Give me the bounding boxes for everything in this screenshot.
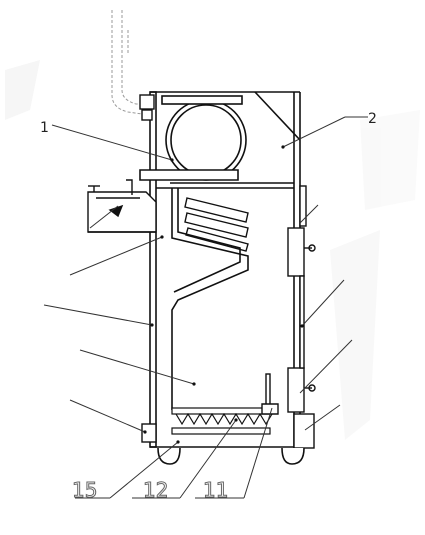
poker-rod bbox=[261, 373, 279, 415]
leader-lines bbox=[43, 116, 368, 499]
grate bbox=[171, 407, 273, 435]
label-1: 1 bbox=[40, 120, 49, 136]
label-11: 11 bbox=[203, 478, 228, 502]
marker-dots bbox=[143, 145, 304, 444]
flue-pipe-dashed bbox=[111, 10, 143, 115]
blower-fan bbox=[139, 95, 247, 181]
background-smudges bbox=[5, 60, 420, 440]
ash-door bbox=[293, 413, 315, 449]
bottom-left-bracket bbox=[141, 423, 157, 443]
top-bracket bbox=[139, 94, 155, 121]
label-12: 12 bbox=[143, 478, 168, 502]
wheels bbox=[157, 447, 305, 465]
door-hinge-lower bbox=[287, 275, 316, 413]
label-15: 15 bbox=[72, 478, 97, 502]
label-2: 2 bbox=[368, 111, 377, 127]
chamber-divider bbox=[171, 188, 249, 410]
air-inlet-box bbox=[87, 179, 157, 233]
door-hinge-upper bbox=[287, 185, 316, 277]
